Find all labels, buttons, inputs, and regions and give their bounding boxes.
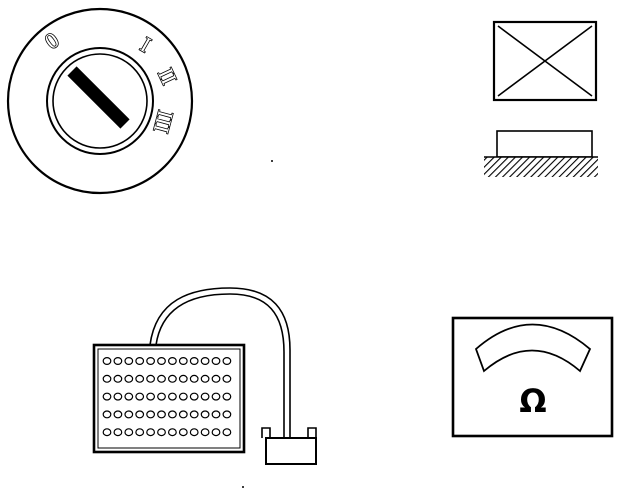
ignition-switch-outer-ring xyxy=(6,7,194,195)
board-hole xyxy=(113,410,123,419)
board-hole xyxy=(189,374,199,383)
board-hole xyxy=(211,428,221,437)
board-hole xyxy=(157,392,166,401)
board-hole xyxy=(200,410,210,419)
board-hole xyxy=(102,392,112,401)
board-hole xyxy=(146,357,156,366)
board-hole xyxy=(113,357,123,366)
board-hole xyxy=(157,428,166,437)
board-hole xyxy=(211,374,221,383)
hatched-base xyxy=(484,157,598,177)
board-hole xyxy=(211,410,221,419)
board-hole xyxy=(178,392,188,401)
board-hole xyxy=(189,410,199,419)
board-hole xyxy=(124,357,134,366)
board-hole xyxy=(157,357,166,366)
position-label-3: III xyxy=(149,108,179,136)
board-hole xyxy=(124,428,134,437)
board-hole xyxy=(211,392,221,401)
board-hole xyxy=(178,428,188,437)
board-hole xyxy=(113,428,123,437)
board-hole xyxy=(146,428,156,437)
position-label-2: II xyxy=(153,64,182,88)
board-hole xyxy=(146,410,156,419)
board-hole xyxy=(189,357,199,366)
connector-plug xyxy=(265,437,317,465)
board-hole xyxy=(135,428,145,437)
board-hole xyxy=(102,410,112,419)
stray-dot xyxy=(271,160,273,162)
board-hole xyxy=(189,392,199,401)
board-hole xyxy=(124,410,134,419)
ignition-switch-inner-ring xyxy=(46,47,154,155)
stray-dot xyxy=(242,486,244,488)
board-hole xyxy=(124,392,134,401)
ignition-switch-cylinder xyxy=(52,53,148,149)
board-hole xyxy=(200,392,210,401)
board-inner-frame xyxy=(97,348,241,449)
board-hole xyxy=(124,374,134,383)
board-hole xyxy=(178,374,188,383)
board-hole xyxy=(135,392,145,401)
cross-line-2 xyxy=(497,25,593,97)
crossed-box-on-base-icon xyxy=(484,20,598,177)
block-on-base xyxy=(496,130,593,158)
board-hole xyxy=(135,410,145,419)
cable-inner xyxy=(155,293,285,430)
board-hole xyxy=(200,357,210,366)
position-label-0: 0 xyxy=(40,27,63,54)
board-hole xyxy=(113,374,123,383)
key-slot xyxy=(67,66,130,129)
board-hole xyxy=(157,374,166,383)
board-hole xyxy=(167,374,177,383)
position-label-1: I xyxy=(136,32,155,57)
plug-left-clip xyxy=(261,427,271,438)
board-hole xyxy=(167,410,177,419)
board-frame xyxy=(92,343,246,454)
board-hole xyxy=(102,428,112,437)
board-hole xyxy=(211,357,221,366)
ignition-switch: 0 I II III xyxy=(6,7,194,195)
plug-right-clip xyxy=(307,427,317,438)
board-hole xyxy=(167,392,177,401)
board-hole xyxy=(167,428,177,437)
board-hole xyxy=(222,392,232,401)
board-hole xyxy=(146,374,156,383)
board-hole xyxy=(200,428,210,437)
board-hole xyxy=(222,410,232,419)
board-hole xyxy=(135,357,145,366)
board-hole xyxy=(157,410,166,419)
board-hole xyxy=(200,374,210,383)
board-hole xyxy=(167,357,177,366)
board-hole xyxy=(222,374,232,383)
ohmmeter-scale-arc xyxy=(474,323,592,373)
perforated-board-with-cable-icon xyxy=(92,287,317,465)
board-hole xyxy=(102,357,112,366)
ohmmeter: Ω xyxy=(451,316,614,438)
ohmmeter-frame xyxy=(451,316,614,438)
board-hole xyxy=(222,428,232,437)
cable-outer xyxy=(149,287,291,430)
board-holes xyxy=(102,357,232,437)
board-hole xyxy=(102,374,112,383)
board-hole xyxy=(135,374,145,383)
board-hole xyxy=(222,357,232,366)
board-hole xyxy=(178,410,188,419)
ohm-symbol: Ω xyxy=(519,382,546,420)
board-hole xyxy=(189,428,199,437)
board-hole xyxy=(178,357,188,366)
board-hole xyxy=(146,392,156,401)
board-hole xyxy=(113,392,123,401)
